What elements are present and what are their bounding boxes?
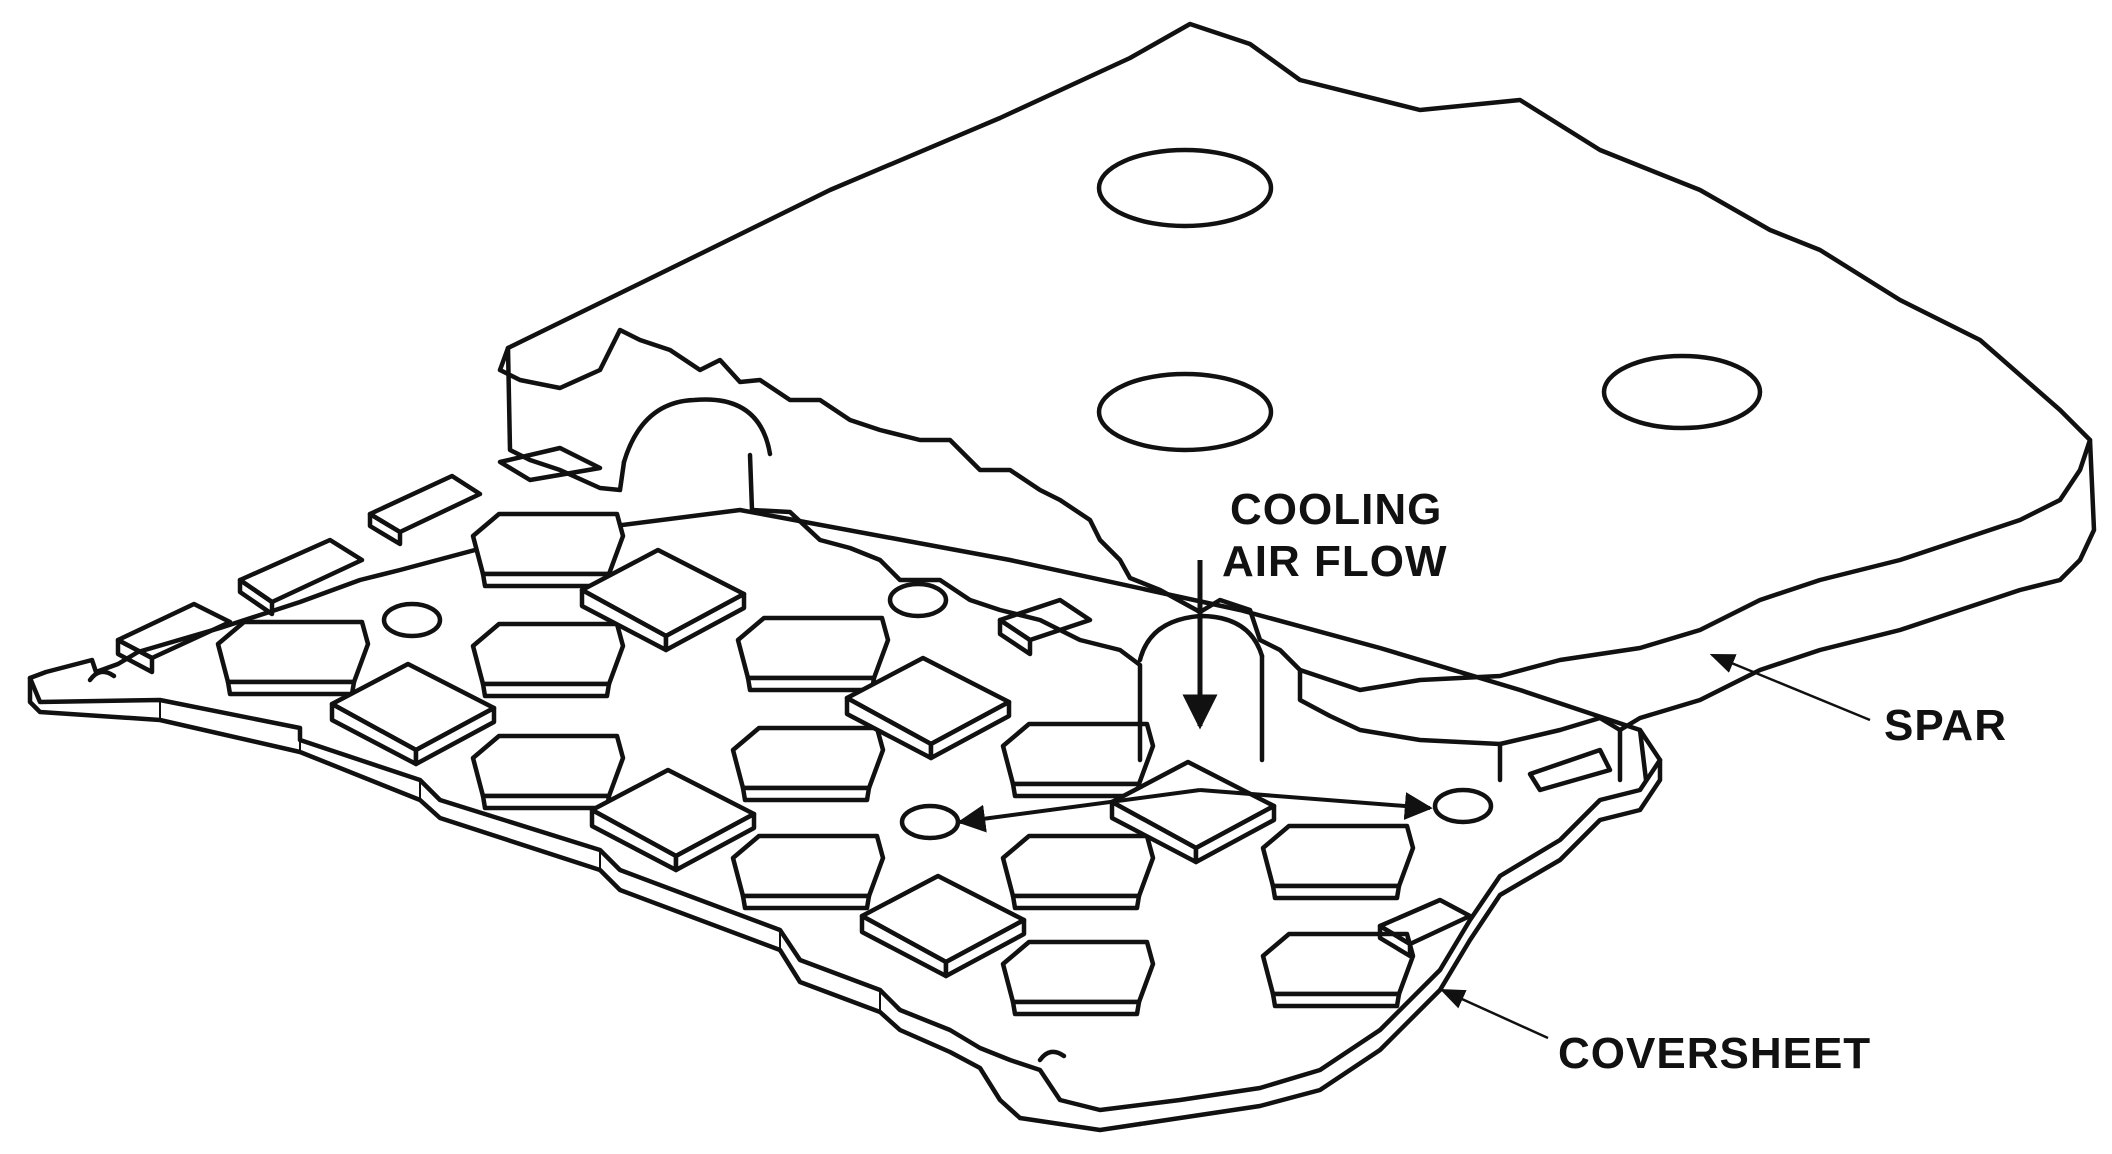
coversheet-leader <box>1439 988 1549 1040</box>
spar-leader <box>1709 653 1871 722</box>
cooling-air-flow-arrows <box>957 560 1433 833</box>
label-air-flow: AIR FLOW <box>1222 537 1448 586</box>
coversheet-plate <box>27 507 1663 1133</box>
label-cooling: COOLING <box>1230 485 1442 534</box>
label-spar: SPAR <box>1884 701 2007 750</box>
spar-slab <box>497 21 2097 783</box>
label-coversheet: COVERSHEET <box>1558 1029 1871 1078</box>
pedestal-array <box>115 445 1613 1014</box>
